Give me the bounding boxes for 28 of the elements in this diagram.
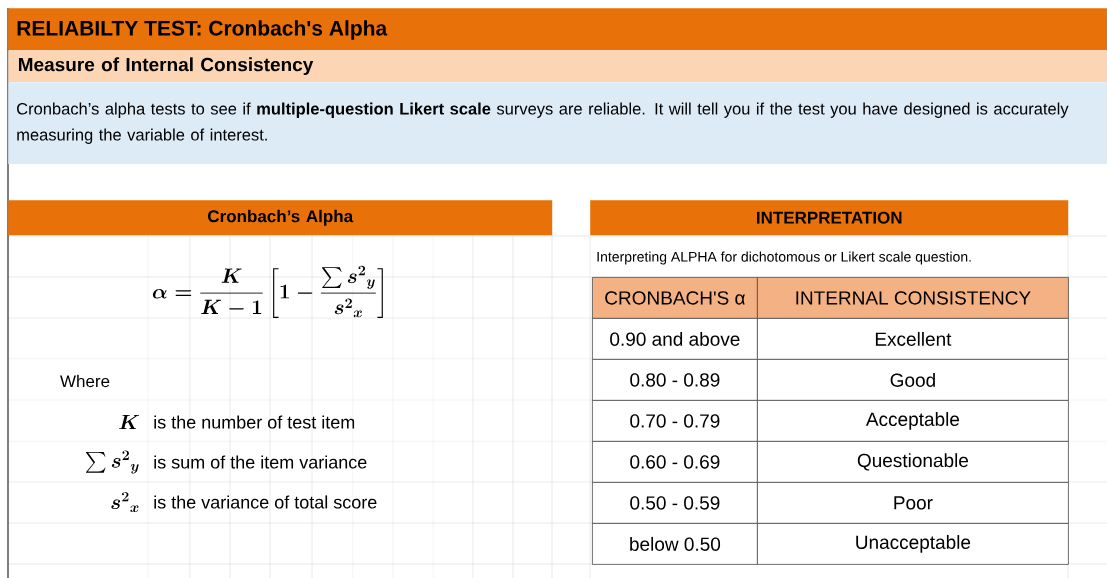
table-cell: CRONBACH'S α bbox=[592, 277, 758, 319]
table-cell: Questionable bbox=[757, 441, 1069, 483]
table-cell: 0.50 - 0.59 bbox=[592, 482, 758, 524]
definition-text: is the number of test item bbox=[154, 415, 355, 429]
section-header: INTERPRETATION bbox=[590, 200, 1069, 236]
section-header: Cronbach’s Alpha bbox=[8, 200, 553, 236]
table-cell: 0.60 - 0.69 bbox=[592, 441, 758, 483]
symbol: $\sum {s^2}_y$ bbox=[85, 450, 139, 474]
table-cell: Unacceptable bbox=[757, 523, 1069, 565]
symbol: ${s^2}_x$ bbox=[111, 491, 139, 513]
subtitle-band: Measure of Internal Consistency bbox=[8, 50, 1107, 83]
formula: $\alpha = \frac{K}{K-1}\left[1-\frac{\sum {s^2}_y}{{s^2}_x}\right]$ bbox=[152, 265, 383, 318]
table-cell: Good bbox=[757, 359, 1069, 401]
definition-text: is the variance of total score bbox=[154, 495, 377, 509]
table-cell: 0.90 and above bbox=[592, 318, 758, 360]
table-cell: Excellent bbox=[757, 318, 1069, 360]
where-label: Where bbox=[60, 374, 110, 388]
table-cell: Acceptable bbox=[757, 400, 1069, 442]
description-band: Cronbach’s alpha tests to see if multiple-question Likert scale surveys are reliable. It will tell you if the test you have designed is accurately measuring the variable of interest. bbox=[8, 82, 1107, 165]
definition-text: is sum of the item variance bbox=[154, 455, 367, 469]
symbol: $K$ bbox=[119, 414, 139, 430]
table-cell: 0.70 - 0.79 bbox=[592, 400, 758, 442]
table-caption: Interpreting ALPHA for dichotomous or Likert scale question. bbox=[597, 251, 971, 265]
table-cell: Poor bbox=[757, 482, 1069, 524]
table-cell: below 0.50 bbox=[592, 523, 758, 565]
table-cell: 0.80 - 0.89 bbox=[592, 359, 758, 401]
table-cell: INTERNAL CONSISTENCY bbox=[757, 277, 1069, 319]
title: RELIABILTY TEST: Cronbach's Alpha bbox=[17, 20, 388, 40]
